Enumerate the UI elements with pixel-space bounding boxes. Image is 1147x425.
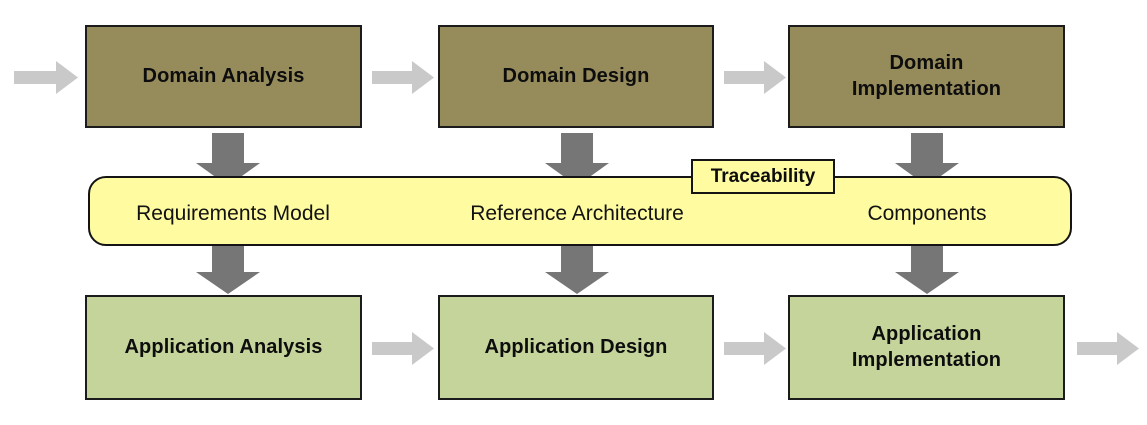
entry-arrow-domain-icon [14,61,78,94]
artifact-reference-architecture-label: Reference Architecture [470,202,684,225]
domain-implementation-label-line1: Domain [889,51,964,74]
application-implementation-label-line1: Application [871,322,982,345]
traceability-badge[interactable]: Traceability [691,159,835,194]
arrow-components-to-application-implementation-icon [895,243,959,294]
arrow-domain-implementation-to-components-icon [895,133,959,186]
domain-analysis-label: Domain Analysis [142,64,305,87]
artifact-components-label: Components [867,202,987,225]
arrow-domain-analysis-to-requirements-model-icon [196,133,260,186]
arrow-application-design-to-implementation-icon [724,332,786,365]
domain-implementation-label-line2: Implementation [851,77,1002,100]
exit-arrow-application-icon [1077,332,1139,365]
domain-implementation-box[interactable]: Domain Implementation [788,25,1065,128]
application-design-label: Application Design [484,335,668,358]
arrow-domain-design-to-reference-architecture-icon [545,133,609,186]
arrow-application-analysis-to-design-icon [372,332,434,365]
domain-analysis-box[interactable]: Domain Analysis [85,25,362,128]
traceability-label: Traceability [710,165,816,187]
arrow-reference-architecture-to-application-design-icon [545,243,609,294]
application-implementation-box[interactable]: Application Implementation [788,295,1065,400]
domain-design-box[interactable]: Domain Design [438,25,714,128]
arrow-domain-design-to-implementation-icon [724,61,786,94]
arrow-domain-analysis-to-design-icon [372,61,434,94]
application-design-box[interactable]: Application Design [438,295,714,400]
domain-design-label: Domain Design [502,64,650,87]
application-analysis-label: Application Analysis [124,335,323,358]
artifact-requirements-model-label: Requirements Model [136,202,330,225]
artifact-band [88,176,1072,246]
arrow-requirements-model-to-application-analysis-icon [196,243,260,294]
application-implementation-label-line2: Implementation [851,348,1002,371]
application-analysis-box[interactable]: Application Analysis [85,295,362,400]
